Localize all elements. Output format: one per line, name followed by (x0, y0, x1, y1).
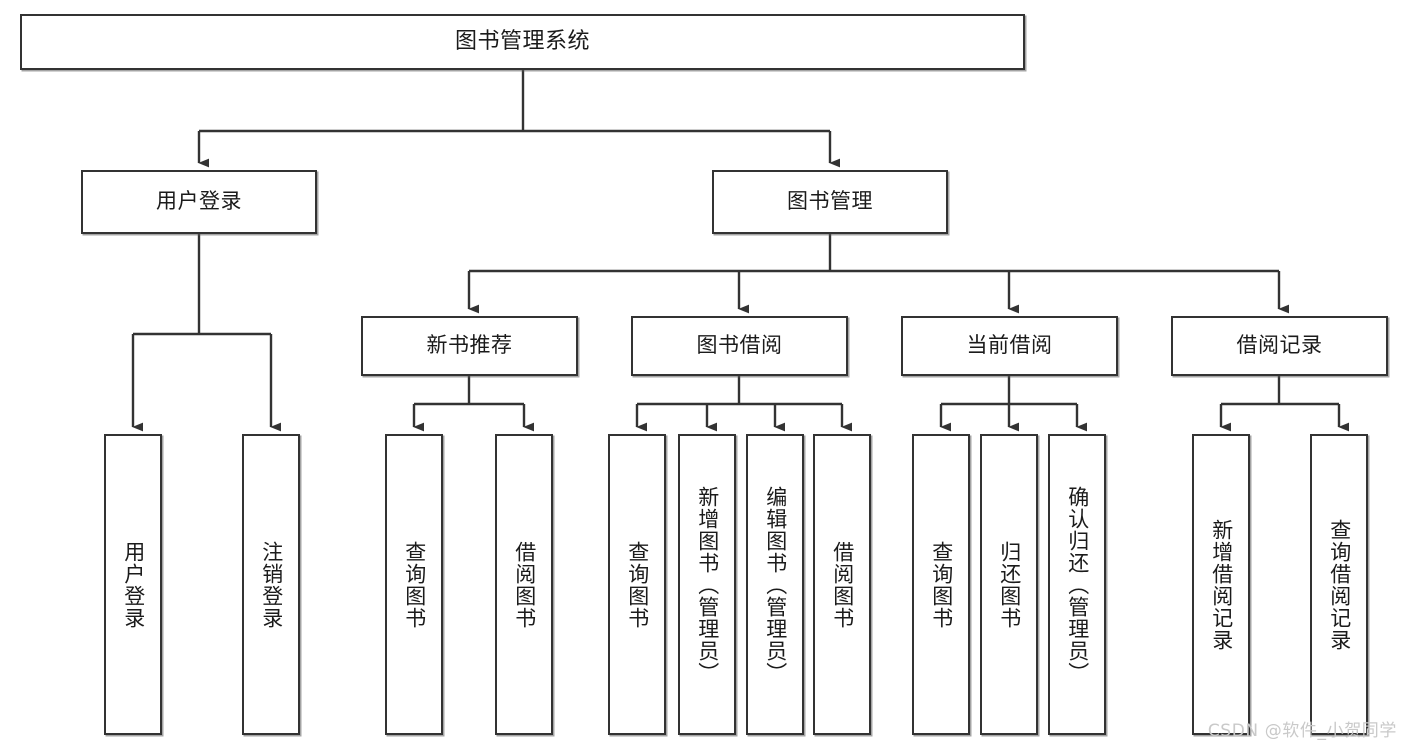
node-leaf-logout-login[interactable]: 注销登录 (242, 434, 300, 735)
node-current-borrow[interactable]: 当前借阅 (901, 316, 1118, 376)
node-label: 当前借阅 (966, 333, 1053, 358)
node-leaf-query-book-3[interactable]: 查询图书 (912, 434, 970, 735)
node-label: 查询图书 (625, 540, 650, 629)
node-label: 查询借阅记录 (1327, 518, 1352, 651)
node-label: 新书推荐 (426, 333, 513, 358)
node-leaf-edit-book[interactable]: 编辑图书（管理员） (746, 434, 804, 735)
node-label: 图书管理系统 (454, 28, 590, 54)
node-leaf-borrow-book-1[interactable]: 借阅图书 (495, 434, 553, 735)
node-label: 确认归还（管理员） (1065, 485, 1090, 684)
node-leaf-query-book-1[interactable]: 查询图书 (385, 434, 443, 735)
node-label: 图书借阅 (696, 333, 783, 358)
node-borrow-record[interactable]: 借阅记录 (1171, 316, 1388, 376)
node-label: 图书管理 (787, 189, 873, 214)
node-label: 查询图书 (929, 540, 954, 629)
node-label: 查询图书 (402, 540, 427, 629)
node-label: 用户登录 (156, 189, 242, 214)
node-label: 借阅图书 (512, 540, 537, 629)
node-leaf-add-book[interactable]: 新增图书（管理员） (678, 434, 736, 735)
node-label: 用户登录 (121, 540, 146, 629)
node-label: 借阅图书 (830, 540, 855, 629)
node-leaf-borrow-book-2[interactable]: 借阅图书 (813, 434, 871, 735)
node-label: 编辑图书（管理员） (763, 485, 788, 684)
node-leaf-query-book-2[interactable]: 查询图书 (608, 434, 666, 735)
node-label: 归还图书 (997, 540, 1022, 629)
node-label: 借阅记录 (1236, 333, 1323, 358)
node-leaf-user-login[interactable]: 用户登录 (104, 434, 162, 735)
node-book-borrow[interactable]: 图书借阅 (631, 316, 848, 376)
node-root-book-management-system[interactable]: 图书管理系统 (20, 14, 1025, 70)
node-leaf-add-record[interactable]: 新增借阅记录 (1192, 434, 1250, 735)
node-leaf-confirm-return[interactable]: 确认归还（管理员） (1048, 434, 1106, 735)
node-label: 注销登录 (259, 540, 284, 629)
node-leaf-return-book[interactable]: 归还图书 (980, 434, 1038, 735)
node-user-login[interactable]: 用户登录 (81, 170, 317, 234)
node-leaf-query-record[interactable]: 查询借阅记录 (1310, 434, 1368, 735)
node-label: 新增图书（管理员） (695, 485, 720, 684)
node-label: 新增借阅记录 (1209, 518, 1234, 651)
node-new-book-recommend[interactable]: 新书推荐 (361, 316, 578, 376)
node-book-manage[interactable]: 图书管理 (712, 170, 948, 234)
